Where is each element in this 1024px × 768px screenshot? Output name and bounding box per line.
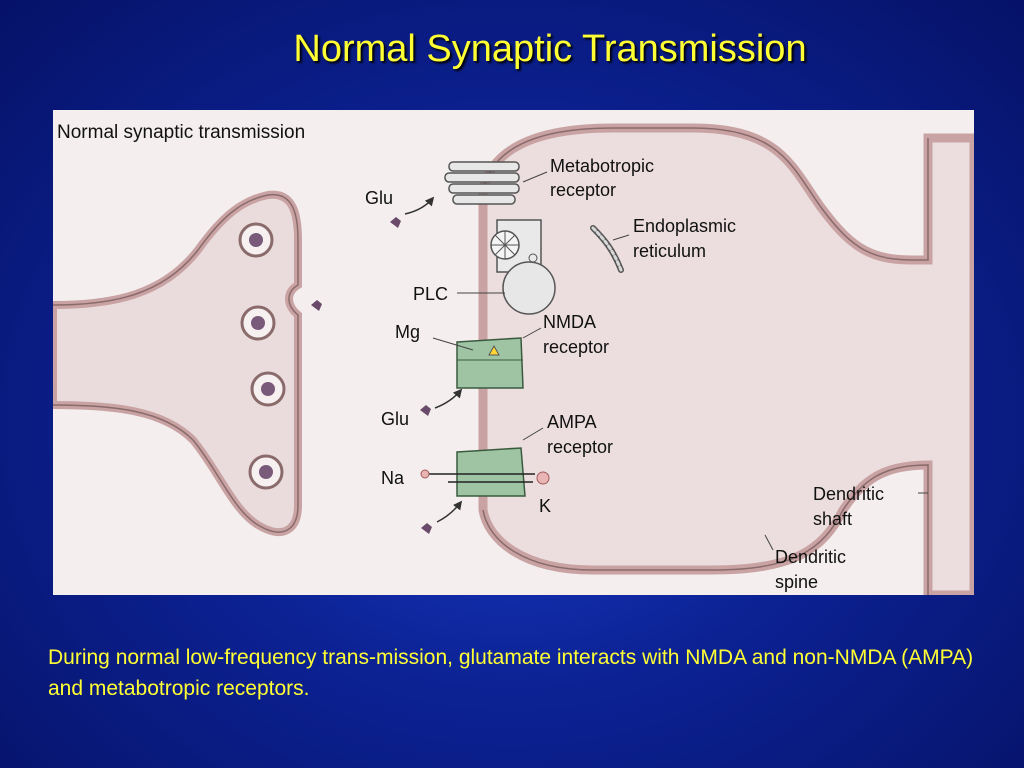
leader-lines [432,171,928,551]
glutamate-molecules [390,196,463,534]
label-na: Na [381,468,405,488]
label-nmda-1: NMDA [543,312,596,332]
label-nmda-2: receptor [543,337,609,357]
label-dendritic-shaft-2: shaft [813,509,852,529]
label-dendritic-spine-1: Dendritic [775,547,846,567]
label-ampa-2: receptor [547,437,613,457]
label-plc: PLC [413,284,448,304]
plc-complex [490,219,556,315]
vesicle [250,371,286,407]
label-metabotropic-1: Metabotropic [550,156,654,176]
metabotropic-receptor [444,161,520,205]
label-glu-bottom: Glu [381,409,409,429]
ampa-receptor [420,447,550,497]
endoplasmic-reticulum [590,225,624,273]
slide-caption: During normal low-frequency trans-missio… [48,646,974,700]
vesicle [238,222,274,258]
label-dendritic-shaft-1: Dendritic [813,484,884,504]
label-glu-top: Glu [365,188,393,208]
presynaptic-terminal [53,190,302,537]
label-endoplasmic-1: Endoplasmic [633,216,736,236]
label-mg: Mg [395,322,420,342]
diagram-title: Normal synaptic transmission [57,122,305,143]
nmda-receptor [456,337,524,389]
vesicle [248,454,284,490]
released-glutamate [311,300,322,311]
synapse-diagram: Normal synaptic transmission Glu Metabot… [53,110,974,595]
label-ampa-1: AMPA [547,412,597,432]
slide-title: Normal Synaptic Transmission [293,28,807,70]
label-metabotropic-2: receptor [550,180,616,200]
synaptic-vesicles [238,222,322,490]
label-k: K [539,496,551,516]
label-endoplasmic-2: reticulum [633,241,706,261]
label-dendritic-spine-2: spine [775,572,818,592]
vesicle [240,305,276,341]
